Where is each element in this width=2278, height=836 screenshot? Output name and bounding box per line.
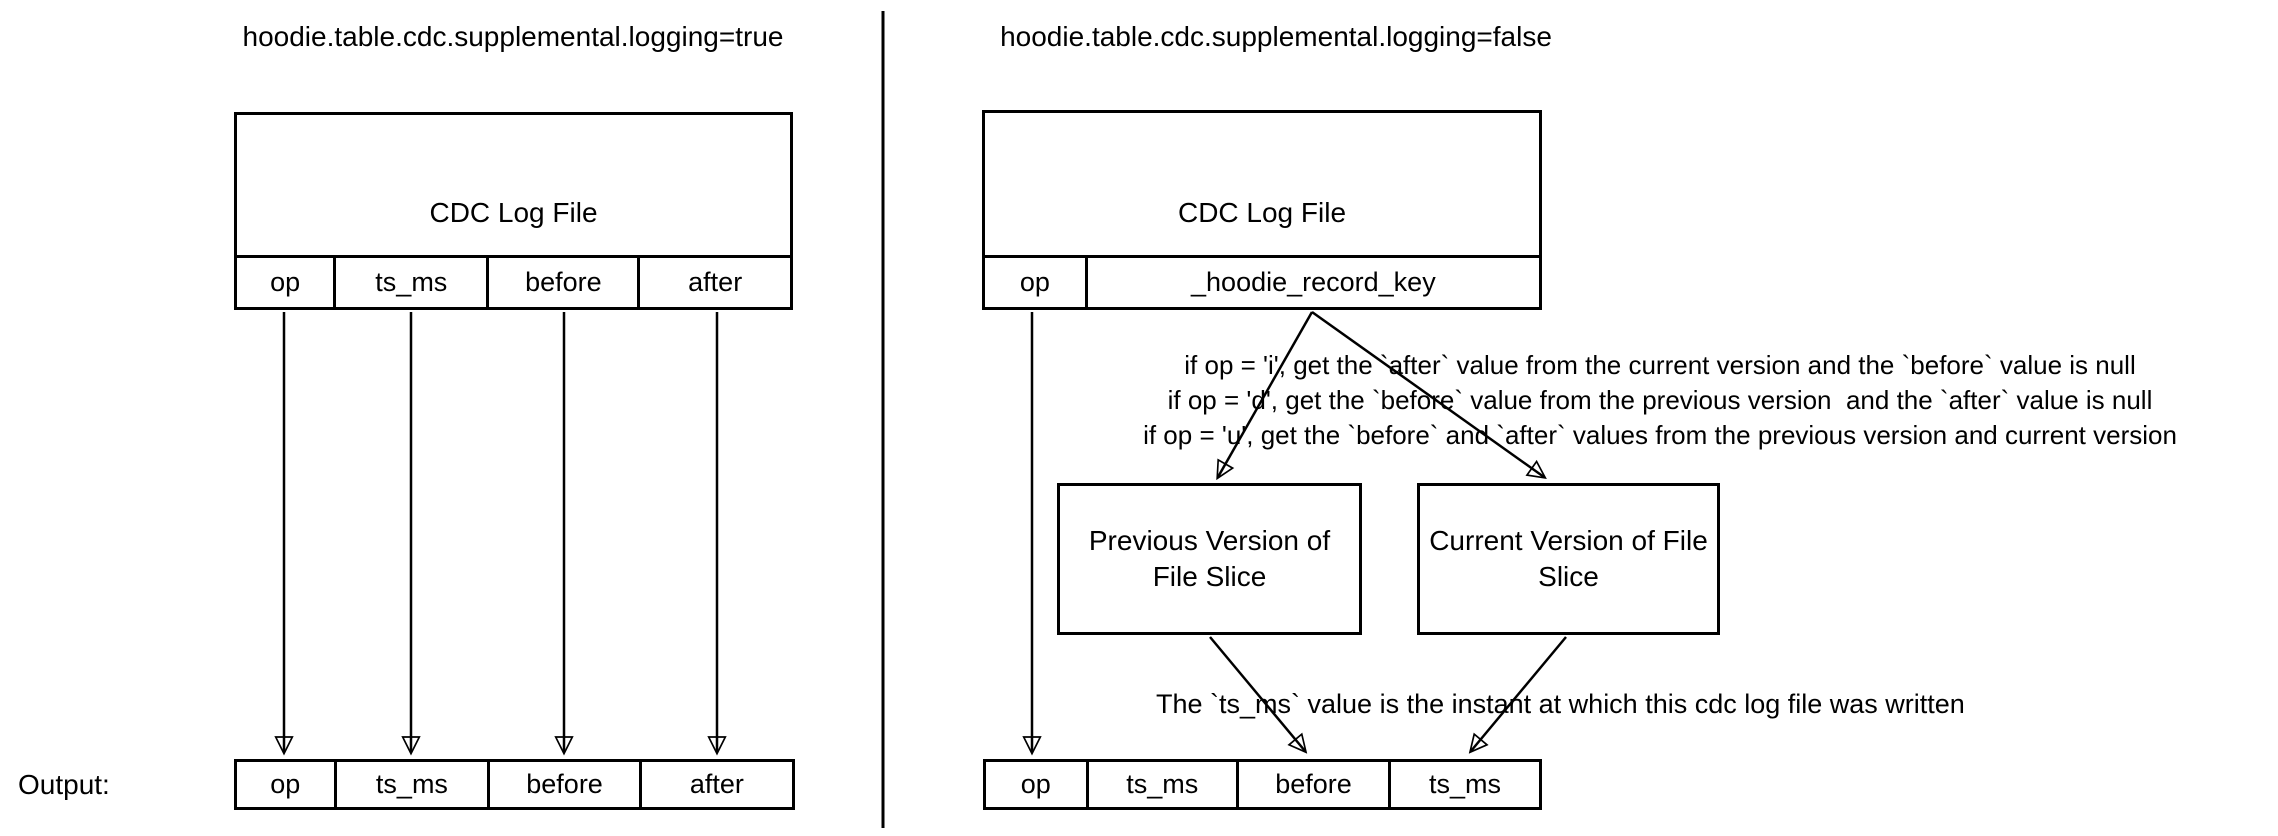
right-header-cell-hoodie-record-key: _hoodie_record_key bbox=[1084, 258, 1539, 307]
right-output-cell-before: before bbox=[1235, 762, 1388, 807]
previous-version-file-slice-box: Previous Version of File Slice bbox=[1057, 483, 1362, 635]
arrow-record-key-to-current-box bbox=[1311, 310, 1544, 477]
left-cdc-box-title-area: CDC Log File bbox=[237, 115, 790, 255]
left-output-cell-op: op bbox=[270, 769, 301, 799]
left-panel-title: hoodie.table.cdc.supplemental.logging=tr… bbox=[242, 21, 784, 52]
arrow-record-key-to-previous-box bbox=[1218, 311, 1314, 477]
right-output-cell-op: op bbox=[1020, 769, 1051, 799]
op-rules-text: if op = 'i', get the `after` value from … bbox=[1020, 348, 2278, 453]
right-output-row: op ts_ms before ts_ms bbox=[983, 759, 1542, 810]
left-output-row: op ts_ms before after bbox=[234, 759, 795, 810]
arrow-current-box-to-ts-ms bbox=[1471, 636, 1567, 751]
left-output-cell-ts-ms: ts_ms bbox=[333, 762, 488, 807]
left-output-cell-after: after bbox=[638, 762, 792, 807]
left-output-cells: op ts_ms before after bbox=[237, 762, 792, 807]
right-cdc-box-label: CDC Log File bbox=[1177, 197, 1347, 228]
op-rule-insert: if op = 'i', get the `after` value from … bbox=[1184, 350, 2136, 380]
left-header-cell-ts-ms: ts_ms bbox=[333, 258, 486, 307]
left-header-cell-op: op bbox=[270, 267, 301, 297]
left-cdc-box-label: CDC Log File bbox=[429, 197, 598, 228]
left-header-cell-before: before bbox=[486, 258, 637, 307]
left-cdc-header-row: op ts_ms before after bbox=[237, 255, 790, 307]
right-output-cells: op ts_ms before ts_ms bbox=[986, 762, 1539, 807]
left-output-cell-before: before bbox=[487, 762, 639, 807]
op-rule-delete: if op = 'd', get the `before` value from… bbox=[1167, 385, 2153, 415]
right-cdc-header-row: op _hoodie_record_key bbox=[985, 255, 1539, 307]
current-version-file-slice-box: Current Version of File Slice bbox=[1417, 483, 1720, 635]
arrow-previous-box-to-before bbox=[1209, 636, 1305, 751]
right-panel-title: hoodie.table.cdc.supplemental.logging=fa… bbox=[1000, 21, 1552, 52]
op-rule-update: if op = 'u', get the `before` and `after… bbox=[1143, 420, 2177, 450]
right-output-cell-ts-ms: ts_ms bbox=[1085, 762, 1236, 807]
right-cdc-log-file-box: CDC Log File op _hoodie_record_key bbox=[982, 110, 1542, 310]
left-header-cell-after: after bbox=[637, 258, 790, 307]
right-output-cell-ts-ms-2: ts_ms bbox=[1388, 762, 1539, 807]
right-header-cell-op: op bbox=[1019, 267, 1050, 297]
left-output-label: Output: bbox=[18, 769, 110, 800]
ts-ms-note: The `ts_ms` value is the instant at whic… bbox=[1156, 689, 1965, 719]
right-cdc-box-title-area: CDC Log File bbox=[985, 113, 1539, 255]
left-cdc-log-file-box: CDC Log File op ts_ms before after bbox=[234, 112, 793, 310]
